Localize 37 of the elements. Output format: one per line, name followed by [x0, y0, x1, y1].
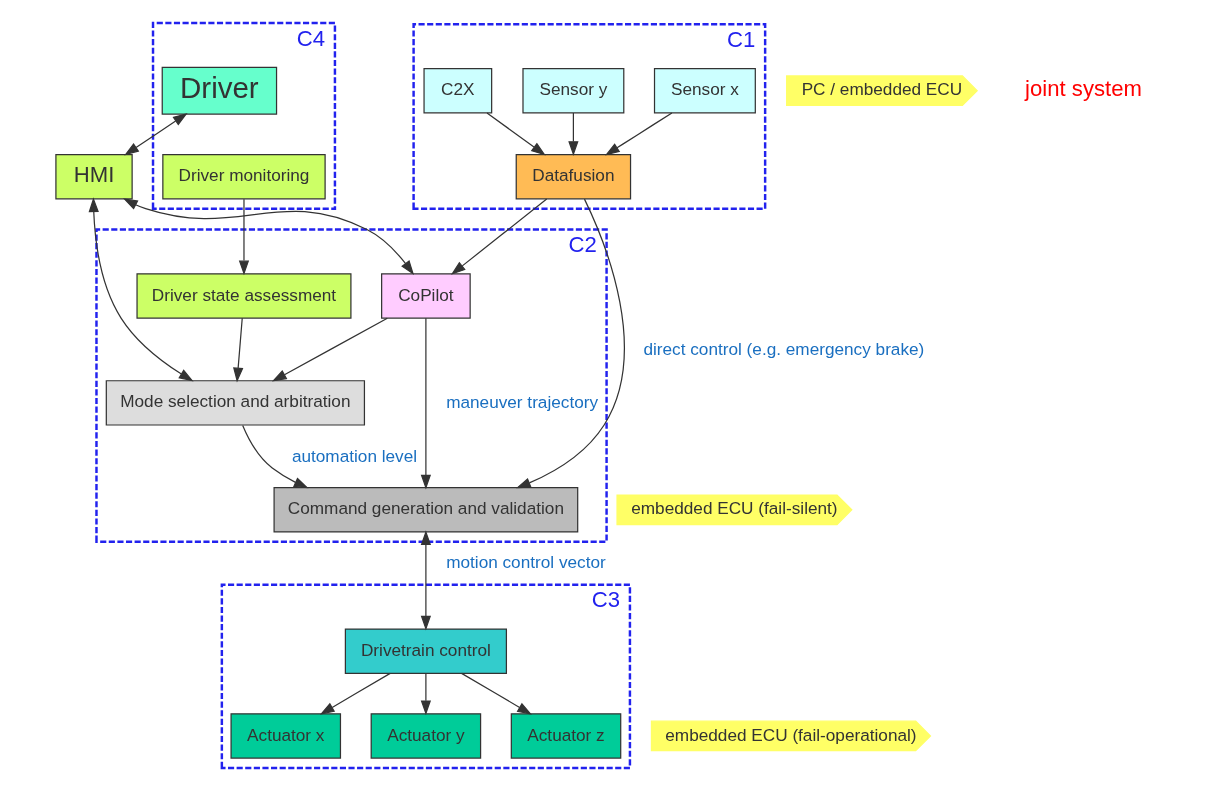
arrow — [515, 198, 625, 489]
arrow — [122, 198, 414, 276]
arrow — [567, 112, 579, 156]
arrow — [420, 673, 431, 716]
node-box: Driver state assessment — [135, 273, 352, 319]
node-box: Drivetrain control — [344, 628, 507, 674]
node-box: Sensor x — [653, 67, 756, 114]
node-box: CoPilot — [380, 273, 471, 319]
node-box: Datafusion — [515, 153, 631, 200]
node-box: HMI — [54, 153, 133, 200]
arrow — [271, 317, 388, 382]
arrow — [460, 672, 532, 715]
node-box: Driver — [161, 66, 277, 115]
node-box: Driver monitoring — [161, 153, 326, 200]
arrow — [604, 112, 673, 156]
arrow — [420, 317, 431, 490]
arrow — [232, 317, 243, 383]
node-box: Actuator x — [229, 713, 341, 759]
arrow — [88, 197, 194, 382]
node-box: Command generation and validation — [272, 487, 578, 533]
arrow — [238, 198, 249, 276]
edge-label: automation level — [291, 445, 417, 466]
arrow — [485, 112, 546, 156]
label: joint system — [1024, 76, 1142, 102]
node-box: Sensor y — [521, 67, 624, 114]
arrow — [123, 113, 188, 156]
node-box: Actuator y — [370, 713, 481, 759]
edge-label: direct control (e.g. emergency brake) — [642, 338, 924, 359]
arrow — [450, 198, 547, 275]
edge-label: maneuver trajectory — [445, 392, 598, 413]
node-box: C2X — [422, 67, 492, 114]
node-box: Mode selection and arbitration — [105, 380, 365, 426]
arrow — [319, 672, 391, 715]
node-box: Actuator z — [510, 713, 621, 759]
arrow — [420, 530, 431, 631]
arrow — [241, 424, 309, 489]
edge-label: motion control vector — [445, 552, 606, 573]
